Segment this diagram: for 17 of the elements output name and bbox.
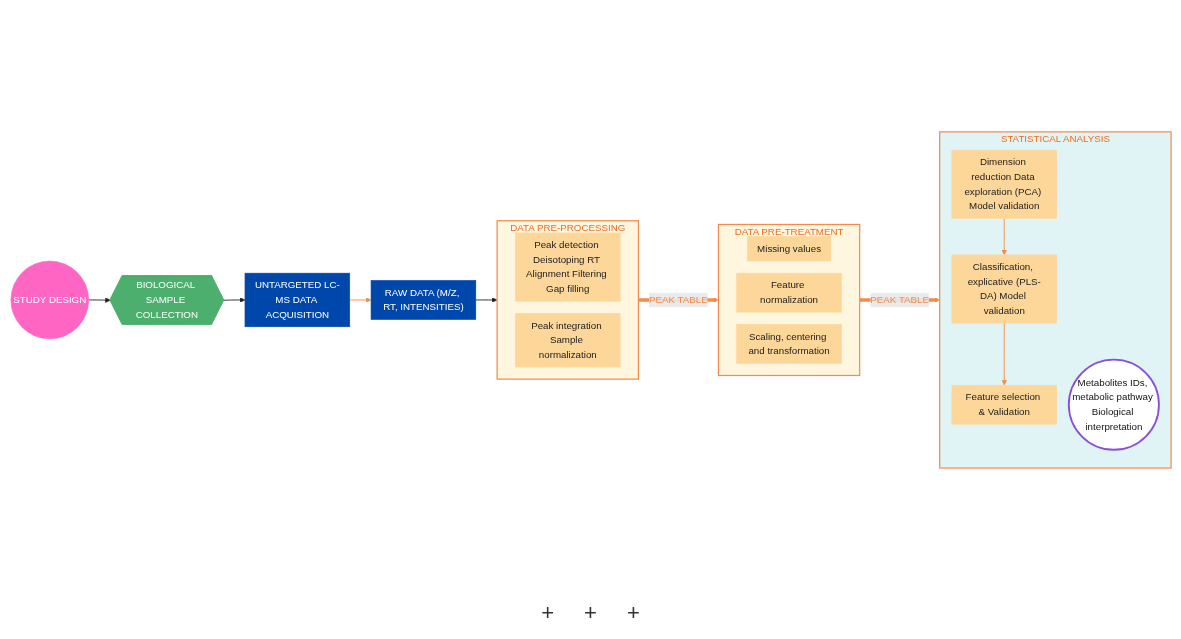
node-box: Peak detection Deisotoping RT Alignment Filtering Gap filling	[514, 232, 620, 302]
node-box: Feature normalization	[735, 272, 842, 313]
node-box: RAW DATA (M/Z, RT, INTENSITIES)	[370, 280, 476, 320]
edge-label: PEAK TABLE	[648, 294, 708, 305]
node-box: Scaling, centering and transformation	[735, 324, 842, 364]
node-box: Feature selection & Validation	[951, 384, 1057, 425]
node-box: Missing values	[746, 236, 831, 262]
node-box: Dimension reduction Data exploration (PCA) Model validation	[951, 149, 1057, 219]
plus-sign: +	[541, 600, 555, 627]
plus-sign: +	[626, 600, 640, 627]
node-box: Peak integration Sample normalization	[514, 313, 620, 368]
node-box: UNTARGETED LC-MS DATA ACQUISITION	[244, 272, 350, 328]
plus-sign: +	[584, 600, 597, 627]
node-box: Classification, explicative (PLS-DA) Model validation	[951, 254, 1057, 324]
node-circle: STUDY DESIGN	[10, 260, 89, 340]
edge-label: PEAK TABLE	[869, 294, 929, 305]
node-circle: Metabolites IDs, metabolic pathway Biological interpretation	[1067, 358, 1160, 451]
